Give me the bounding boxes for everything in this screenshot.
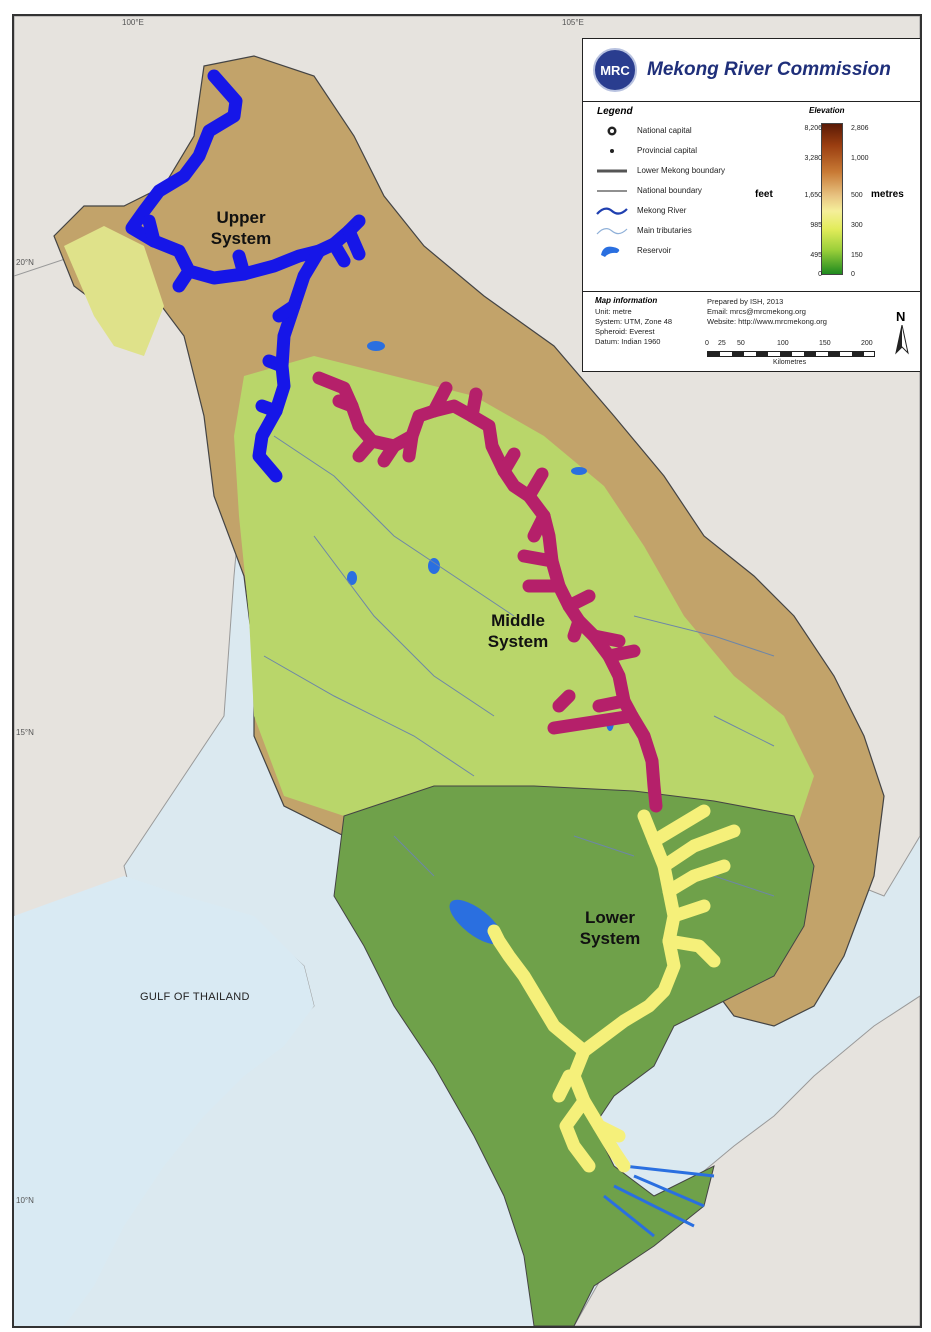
map-info-line: Spheroid: Everest xyxy=(595,327,655,336)
prepared-line: Website: http://www.mrcmekong.org xyxy=(707,317,827,326)
org-name: Mekong River Commission xyxy=(647,59,891,80)
gulf-of-thailand-label: GULF OF THAILAND xyxy=(140,991,250,1003)
legend-item-label: Reservoir xyxy=(637,246,672,255)
elevation-metre-value: 500 xyxy=(851,192,863,199)
prepared-line: Email: mrcs@mrcmekong.org xyxy=(707,307,806,316)
delta-channels xyxy=(603,1164,715,1238)
graticule-105e: 105°E xyxy=(562,18,584,27)
map-info-line: System: UTM, Zone 48 xyxy=(595,317,673,326)
mekong-river-icon xyxy=(596,207,628,215)
elevation-feet-label: feet xyxy=(755,189,773,200)
legend-item: Provincial capital xyxy=(595,143,800,159)
legend-item: National capital xyxy=(595,123,800,139)
legend-item-label: Lower Mekong boundary xyxy=(637,166,726,175)
elevation-feet-value: 8,206 xyxy=(804,125,822,132)
elevation-feet-value: 0 xyxy=(818,271,822,278)
reservoir xyxy=(428,558,440,574)
elevation-feet-value: 3,280 xyxy=(804,155,822,162)
legend-header: MRC Mekong River Commission xyxy=(583,39,920,102)
elevation-feet-value: 1,650 xyxy=(804,192,822,199)
scale-bar xyxy=(707,351,875,357)
legend-panel: MRC Mekong River Commission Legend Eleva… xyxy=(582,38,920,372)
legend-item-label: Provincial capital xyxy=(637,146,698,155)
provincial-capital-icon xyxy=(610,149,614,153)
gulf-of-thailand-sea xyxy=(14,876,314,1326)
graticule-10n: 10°N xyxy=(16,1196,34,1205)
map-info-line: Datum: Indian 1960 xyxy=(595,337,661,346)
elevation-title: Elevation xyxy=(809,106,845,115)
legend-item: Main tributaries xyxy=(595,223,800,239)
map-info-title: Map information xyxy=(595,296,658,305)
reservoir xyxy=(347,571,357,585)
reservoir-icon xyxy=(601,246,620,257)
elevation-metre-value: 2,806 xyxy=(851,125,869,132)
legend-title: Legend xyxy=(597,106,633,117)
lower-mekong-boundary-icon xyxy=(597,169,627,173)
scale-unit: Kilometres xyxy=(773,359,807,366)
legend-item-label: Mekong River xyxy=(637,206,687,215)
legend-item: Reservoir xyxy=(595,243,800,259)
mrc-logo-icon: MRC xyxy=(593,48,637,92)
graticule-15n: 15°N xyxy=(16,728,34,737)
lower-system-river xyxy=(487,804,741,1173)
elevation-metre-value: 0 xyxy=(851,271,855,278)
upper-system-river xyxy=(125,69,366,483)
elevation-color-bar xyxy=(821,123,843,275)
middle-system-river xyxy=(312,371,663,813)
legend-item-label: Main tributaries xyxy=(637,226,692,235)
legend-divider xyxy=(583,291,920,292)
legend-item-label: National capital xyxy=(637,126,692,135)
basin-plateau xyxy=(234,356,814,836)
elevation-metre-value: 1,000 xyxy=(851,155,869,162)
north-arrow-icon xyxy=(895,325,909,355)
graticule-20n: 20°N xyxy=(16,258,34,267)
elevation-metre-value: 300 xyxy=(851,222,863,229)
legend-item: Mekong River xyxy=(595,203,800,219)
north-label: N xyxy=(896,309,906,324)
legend-item-label: National boundary xyxy=(637,186,702,195)
scale-label: 50 xyxy=(737,340,745,347)
basin-yellowlands xyxy=(64,226,164,356)
scale-label: 25 xyxy=(718,340,726,347)
main-tributaries xyxy=(263,435,775,897)
map-info-line: Unit: metre xyxy=(595,307,632,316)
national-boundary-icon xyxy=(597,190,627,192)
elevation-metres-label: metres xyxy=(871,189,904,200)
scale-label: 200 xyxy=(861,340,873,347)
prepared-line: Prepared by ISH, 2013 xyxy=(707,297,784,306)
graticule-100e: 100°E xyxy=(122,18,144,27)
scale-label: 0 xyxy=(705,340,709,347)
scale-label: 100 xyxy=(777,340,789,347)
elevation-metre-value: 150 xyxy=(851,252,863,259)
legend-item: Lower Mekong boundary xyxy=(595,163,800,179)
scale-label: 150 xyxy=(819,340,831,347)
reservoir xyxy=(367,341,385,351)
legend-item: National boundary xyxy=(595,183,800,199)
reservoir xyxy=(571,467,587,475)
elevation-feet-value: 495 xyxy=(810,252,822,259)
national-capital-icon xyxy=(607,126,617,136)
basin-lowlands xyxy=(333,785,815,1326)
main-tributaries-icon xyxy=(596,228,628,235)
elevation-feet-value: 985 xyxy=(810,222,822,229)
